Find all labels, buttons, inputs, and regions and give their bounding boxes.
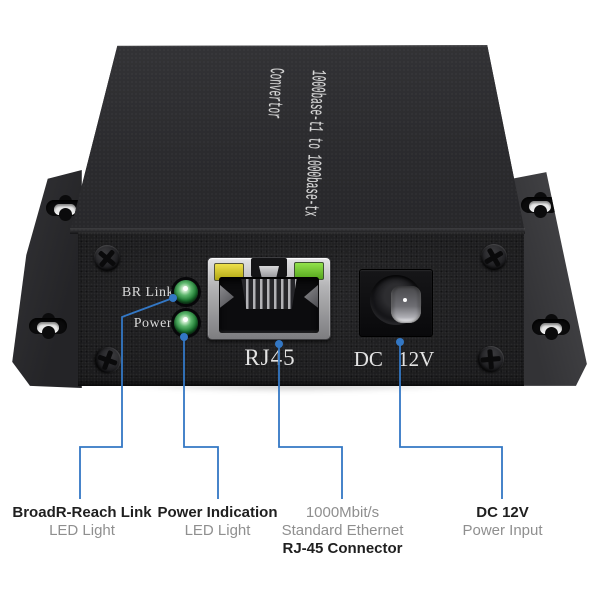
power-label: Power [133,316,172,331]
mounting-keyhole [521,192,559,218]
br-link-led [174,280,198,304]
dc-jack-recess [370,275,422,325]
callout-dot-dc [396,338,404,346]
callout-label-dc: DC 12V Power Input [430,504,575,540]
power-led [174,311,198,335]
callout-dot-br-link [169,294,177,302]
callout-label-power: Power Indication LED Light [145,504,290,540]
callout-title: BroadR-Reach Link [12,504,152,521]
callout-subtitle: LED Light [184,522,251,539]
callout-title: DC 12V [476,504,529,521]
mounting-keyhole [29,313,67,339]
dc-power-jack [359,269,433,337]
callout-subtitle: Power Input [462,522,543,539]
callout-label-br-link: BroadR-Reach Link LED Light [0,504,164,540]
rj45-port [207,257,331,340]
callout-dot-rj45 [275,340,283,348]
device-shadow [55,384,535,396]
dc-port-label: DC 12V [353,347,435,371]
device-top-panel [70,45,525,233]
rj45-port-label: RJ45 [244,345,296,370]
mounting-keyhole [46,195,82,221]
callout-title: Power Indication [157,504,278,521]
dc-jack-highlight [403,298,407,302]
dc-jack-barrel [391,286,421,323]
callout-dot-power [180,333,188,341]
callout-line: Standard Ethernet [281,522,404,539]
screw-top-left [94,245,120,271]
callout-line-dc [399,342,503,499]
br-link-label: BR Link [121,285,174,300]
mounting-bracket-left [12,170,82,388]
rj45-contact-pins [241,279,297,309]
callout-line-br-link [79,297,174,499]
callout-subtitle: LED Light [49,522,115,539]
rj45-socket-opening [219,277,319,333]
panel-fold-edge [70,228,525,234]
mounting-keyhole [532,314,570,340]
callout-title: RJ-45 Connector [282,540,403,557]
callout-line-power [183,337,219,499]
callout-label-rj45: 1000Mbit/s Standard Ethernet RJ-45 Conne… [270,504,415,558]
callout-line-rj45 [278,344,343,499]
rj45-latch-tab [259,266,279,279]
callout-line: 1000Mbit/s [305,504,380,521]
